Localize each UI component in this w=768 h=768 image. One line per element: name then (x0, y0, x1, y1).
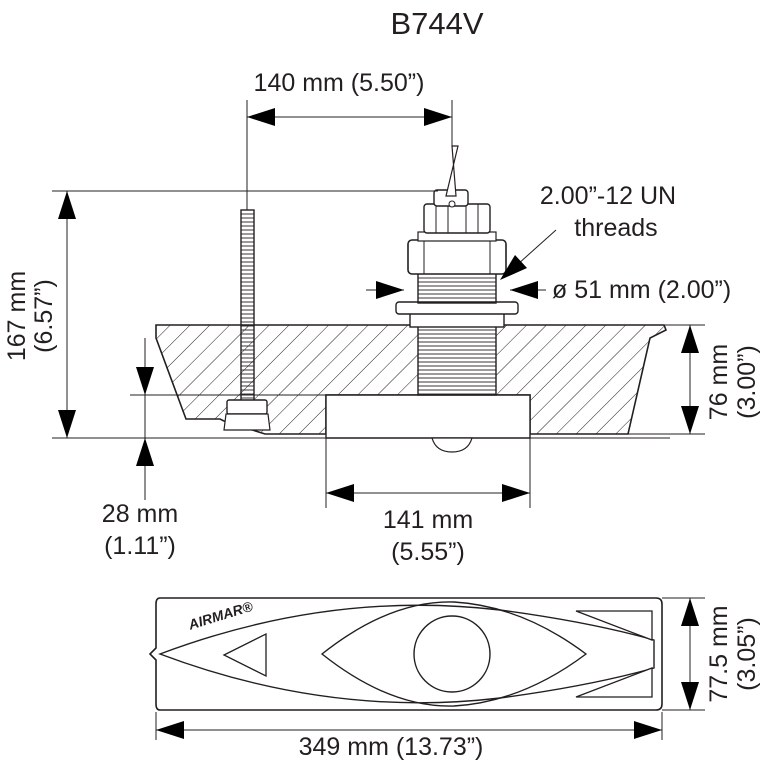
dim-length (155, 712, 663, 740)
label-bottom-mm: 141 mm (383, 506, 473, 534)
label-diameter: ø 51 mm (2.00”) (552, 276, 731, 304)
dim-plan-height (662, 597, 705, 711)
plan-view (148, 597, 663, 711)
label-plan-in: (3.05”) (733, 617, 761, 691)
label-threads-1: 2.00”-12 UN (540, 182, 676, 210)
extension-lines (52, 100, 705, 508)
mounting-bolt (223, 209, 271, 431)
label-plan-mm: 77.5 mm (705, 605, 733, 702)
label-bottom-in: (5.55”) (391, 538, 465, 566)
label-offset-in: (1.11”) (104, 532, 176, 560)
threads-leader (500, 229, 557, 280)
label-threads-2: threads (574, 214, 657, 242)
label-hull-mm: 76 mm (705, 344, 733, 420)
dim-overall-height (58, 191, 76, 438)
dim-diameter (376, 281, 538, 299)
dim-offset (136, 338, 154, 500)
diagram-title: B744V (390, 6, 483, 41)
dim-bottom-width (326, 484, 530, 502)
label-top-width: 140 mm (5.50”) (254, 69, 425, 97)
label-height-in: (6.57”) (30, 279, 58, 353)
label-hull-in: (3.00”) (733, 345, 761, 419)
dim-top-width (247, 108, 452, 126)
transducer-stem (395, 145, 519, 453)
label-height-mm: 167 mm (3, 271, 31, 361)
label-offset-mm: 28 mm (102, 500, 178, 528)
label-length: 349 mm (13.73”) (299, 733, 484, 761)
dim-hull-depth (681, 325, 699, 434)
